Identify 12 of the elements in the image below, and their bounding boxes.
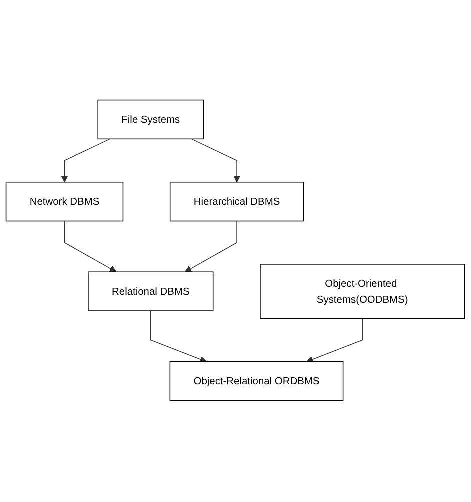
node-box: Object-Oriented Systems(OODBMS) [260,264,466,320]
node-box: Network DBMS [6,182,124,222]
arrow [306,318,363,364]
node-box: File Systems [98,100,204,140]
arrow [191,139,240,184]
arrow [150,311,207,364]
arrow [184,221,238,273]
node-box: Relational DBMS [88,272,214,312]
arrow [64,221,117,273]
node-box: Hierarchical DBMS [170,182,304,222]
arrow [61,139,110,184]
node-box: Object-Relational ORDBMS [170,362,344,402]
